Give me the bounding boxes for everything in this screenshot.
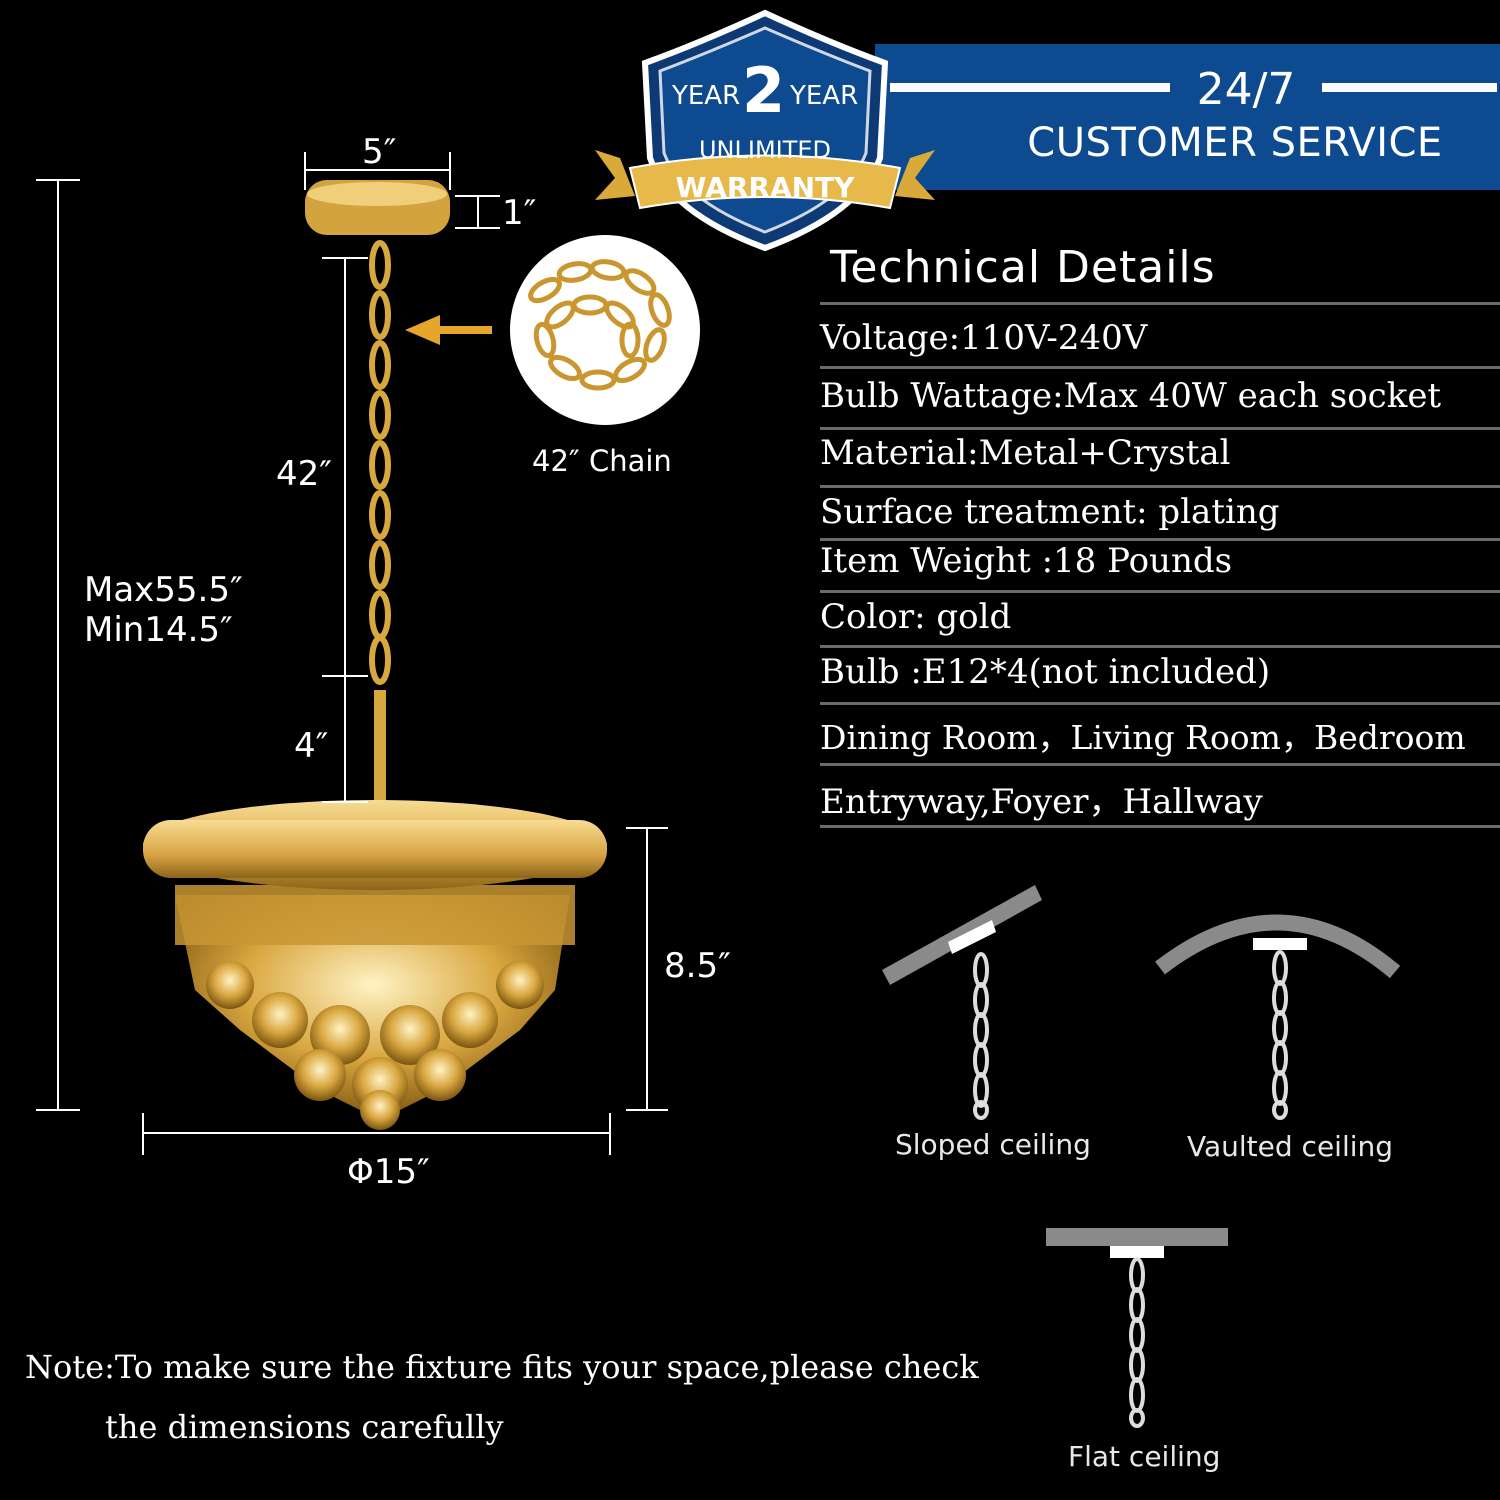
spec-rooms-2: Entryway,Foyer，Hallway [820, 782, 1263, 822]
spec-divider [820, 825, 1500, 828]
spec-bulb: Bulb :E12*4(not included) [820, 652, 1271, 692]
spec-divider [820, 427, 1500, 430]
ceiling-types-diagram [882, 885, 1401, 1428]
note-line-2: the dimensions carefully [105, 1408, 504, 1446]
chain-length-label: 42″ [276, 454, 332, 494]
sloped-ceiling-icon [882, 885, 1042, 1120]
warranty-unlimited: UNLIMITED [699, 136, 831, 164]
sloped-ceiling-label: Sloped ceiling [895, 1128, 1091, 1161]
spec-divider [820, 366, 1500, 369]
chain-caption: 42″ Chain [532, 444, 672, 478]
banner-divider-left [890, 83, 1170, 92]
service-label: CUSTOMER SERVICE [1027, 120, 1443, 166]
spec-divider [820, 645, 1500, 648]
spec-divider [820, 763, 1500, 766]
min-height-label: Min14.5″ [84, 610, 233, 650]
service-hours: 24/7 [1196, 64, 1296, 115]
spec-divider [820, 538, 1500, 541]
technical-details-title: Technical Details [830, 242, 1216, 293]
vaulted-ceiling-label: Vaulted ceiling [1187, 1130, 1394, 1163]
warranty-year-left: YEAR [671, 81, 740, 111]
spec-surface-treatment: Surface treatment: plating [820, 492, 1280, 532]
dimension-lines [36, 152, 668, 1155]
canopy-height-label: 1″ [502, 193, 537, 233]
spec-rooms-1: Dining Room，Living Room，Bedroom [820, 718, 1466, 757]
warranty-label: WARRANTY [676, 171, 856, 204]
warranty-year-right: YEAR [789, 81, 858, 111]
chain [369, 240, 391, 685]
spec-voltage: Voltage:110V-240V [820, 318, 1148, 358]
banner-divider-right [1322, 83, 1497, 92]
rod-length-label: 4″ [294, 726, 329, 766]
spec-divider [820, 302, 1500, 305]
customer-service-banner [875, 44, 1500, 190]
crystal-body [143, 800, 607, 1130]
chain-arrow [405, 315, 492, 345]
canopy-width-label: 5″ [362, 132, 397, 172]
ceiling-canopy [305, 180, 450, 235]
warranty-year-number: 2 [742, 54, 785, 127]
flat-ceiling-icon [1046, 1228, 1228, 1428]
spec-color: Color: gold [820, 597, 1012, 637]
spec-divider [820, 590, 1500, 593]
spec-divider [820, 485, 1500, 488]
note-line-1: Note:To make sure the fixture fits your … [25, 1348, 979, 1386]
max-height-label: Max55.5″ [84, 570, 243, 610]
chain-detail-circle [510, 235, 700, 425]
warranty-badge: YEAR 2 YEAR UNLIMITED WARRANTY [595, 9, 935, 252]
spec-divider [820, 702, 1500, 705]
chandelier-diagram [36, 152, 700, 1155]
body-height-label: 8.5″ [664, 946, 731, 986]
flat-ceiling-label: Flat ceiling [1068, 1440, 1221, 1473]
vaulted-ceiling-icon [1155, 914, 1401, 1120]
spec-item-weight: Item Weight :18 Pounds [820, 541, 1233, 581]
down-rod [374, 690, 386, 805]
spec-material: Material:Metal+Crystal [820, 433, 1231, 473]
spec-bulb-wattage: Bulb Wattage:Max 40W each socket [820, 376, 1442, 416]
diameter-label: Φ15″ [347, 1152, 430, 1192]
